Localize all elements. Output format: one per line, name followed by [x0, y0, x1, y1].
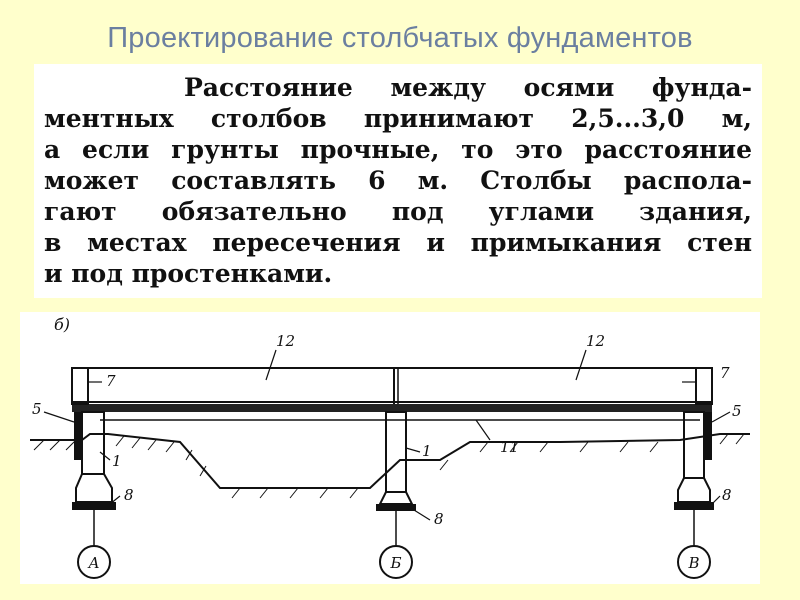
text-line: Расстояние между осями фунда- — [184, 73, 752, 102]
axis-label-v: В — [687, 554, 699, 572]
slide-title: Проектирование столбчатых фундаментов — [107, 22, 693, 54]
wall-left — [71, 367, 89, 405]
label-beam: 11 — [500, 438, 519, 456]
label-footing-right: 8 — [722, 486, 732, 504]
pillar-center — [385, 411, 407, 493]
text-line: ментных столбов принимают 2,5...3,0 м, — [44, 104, 752, 133]
axis-marker-b — [379, 545, 413, 579]
label-seal-right: 5 — [732, 402, 742, 420]
axis-marker-v — [677, 545, 711, 579]
text-line: а если грунты прочные, то это расстояние — [44, 135, 752, 164]
ground-hatching — [33, 433, 745, 499]
ground-line — [30, 433, 750, 489]
text-line: в местах пересечения и примыкания стен — [44, 228, 752, 257]
text-line: гают обязательно под углами здания, — [44, 197, 752, 226]
label-slab-left: 12 — [276, 332, 295, 350]
text-block: Расстояние между осями фунда- ментных ст… — [34, 64, 762, 298]
label-seal-left: 5 — [32, 400, 42, 418]
label-footing-center: 8 — [434, 510, 444, 528]
seal-left — [74, 412, 82, 460]
pillar-right — [683, 411, 705, 479]
label-slab-right: 12 — [586, 332, 605, 350]
foundation-drawing: б) 12 12 7 7 5 5 1 1 11 8 8 8 А Б В — [20, 312, 760, 584]
footing-center — [376, 504, 416, 511]
axis-label-a: А — [87, 554, 99, 572]
seal-right — [704, 412, 712, 460]
floor-slab — [71, 367, 713, 403]
leader-lines — [43, 349, 731, 521]
label-wall-left: 7 — [106, 372, 116, 390]
wall-right — [695, 367, 713, 405]
axis-label-b: Б — [389, 554, 401, 572]
label-pillar-left: 1 — [112, 452, 122, 470]
axis-marker-a — [77, 545, 111, 579]
foundation-drawing-svg: б) 12 12 7 7 5 5 1 1 11 8 8 8 А Б В — [30, 315, 750, 579]
label-footing-left: 8 — [124, 486, 134, 504]
text-line: и под простенками. — [44, 259, 333, 288]
label-wall-right: 7 — [720, 364, 730, 382]
ground-beam — [72, 404, 712, 412]
footing-left — [72, 502, 116, 510]
pillar-left — [81, 411, 105, 475]
footing-right — [674, 502, 714, 510]
fig-label: б) — [54, 315, 70, 334]
text-line: может составлять 6 м. Столбы распола- — [44, 166, 752, 195]
label-pillar-center: 1 — [422, 442, 432, 460]
